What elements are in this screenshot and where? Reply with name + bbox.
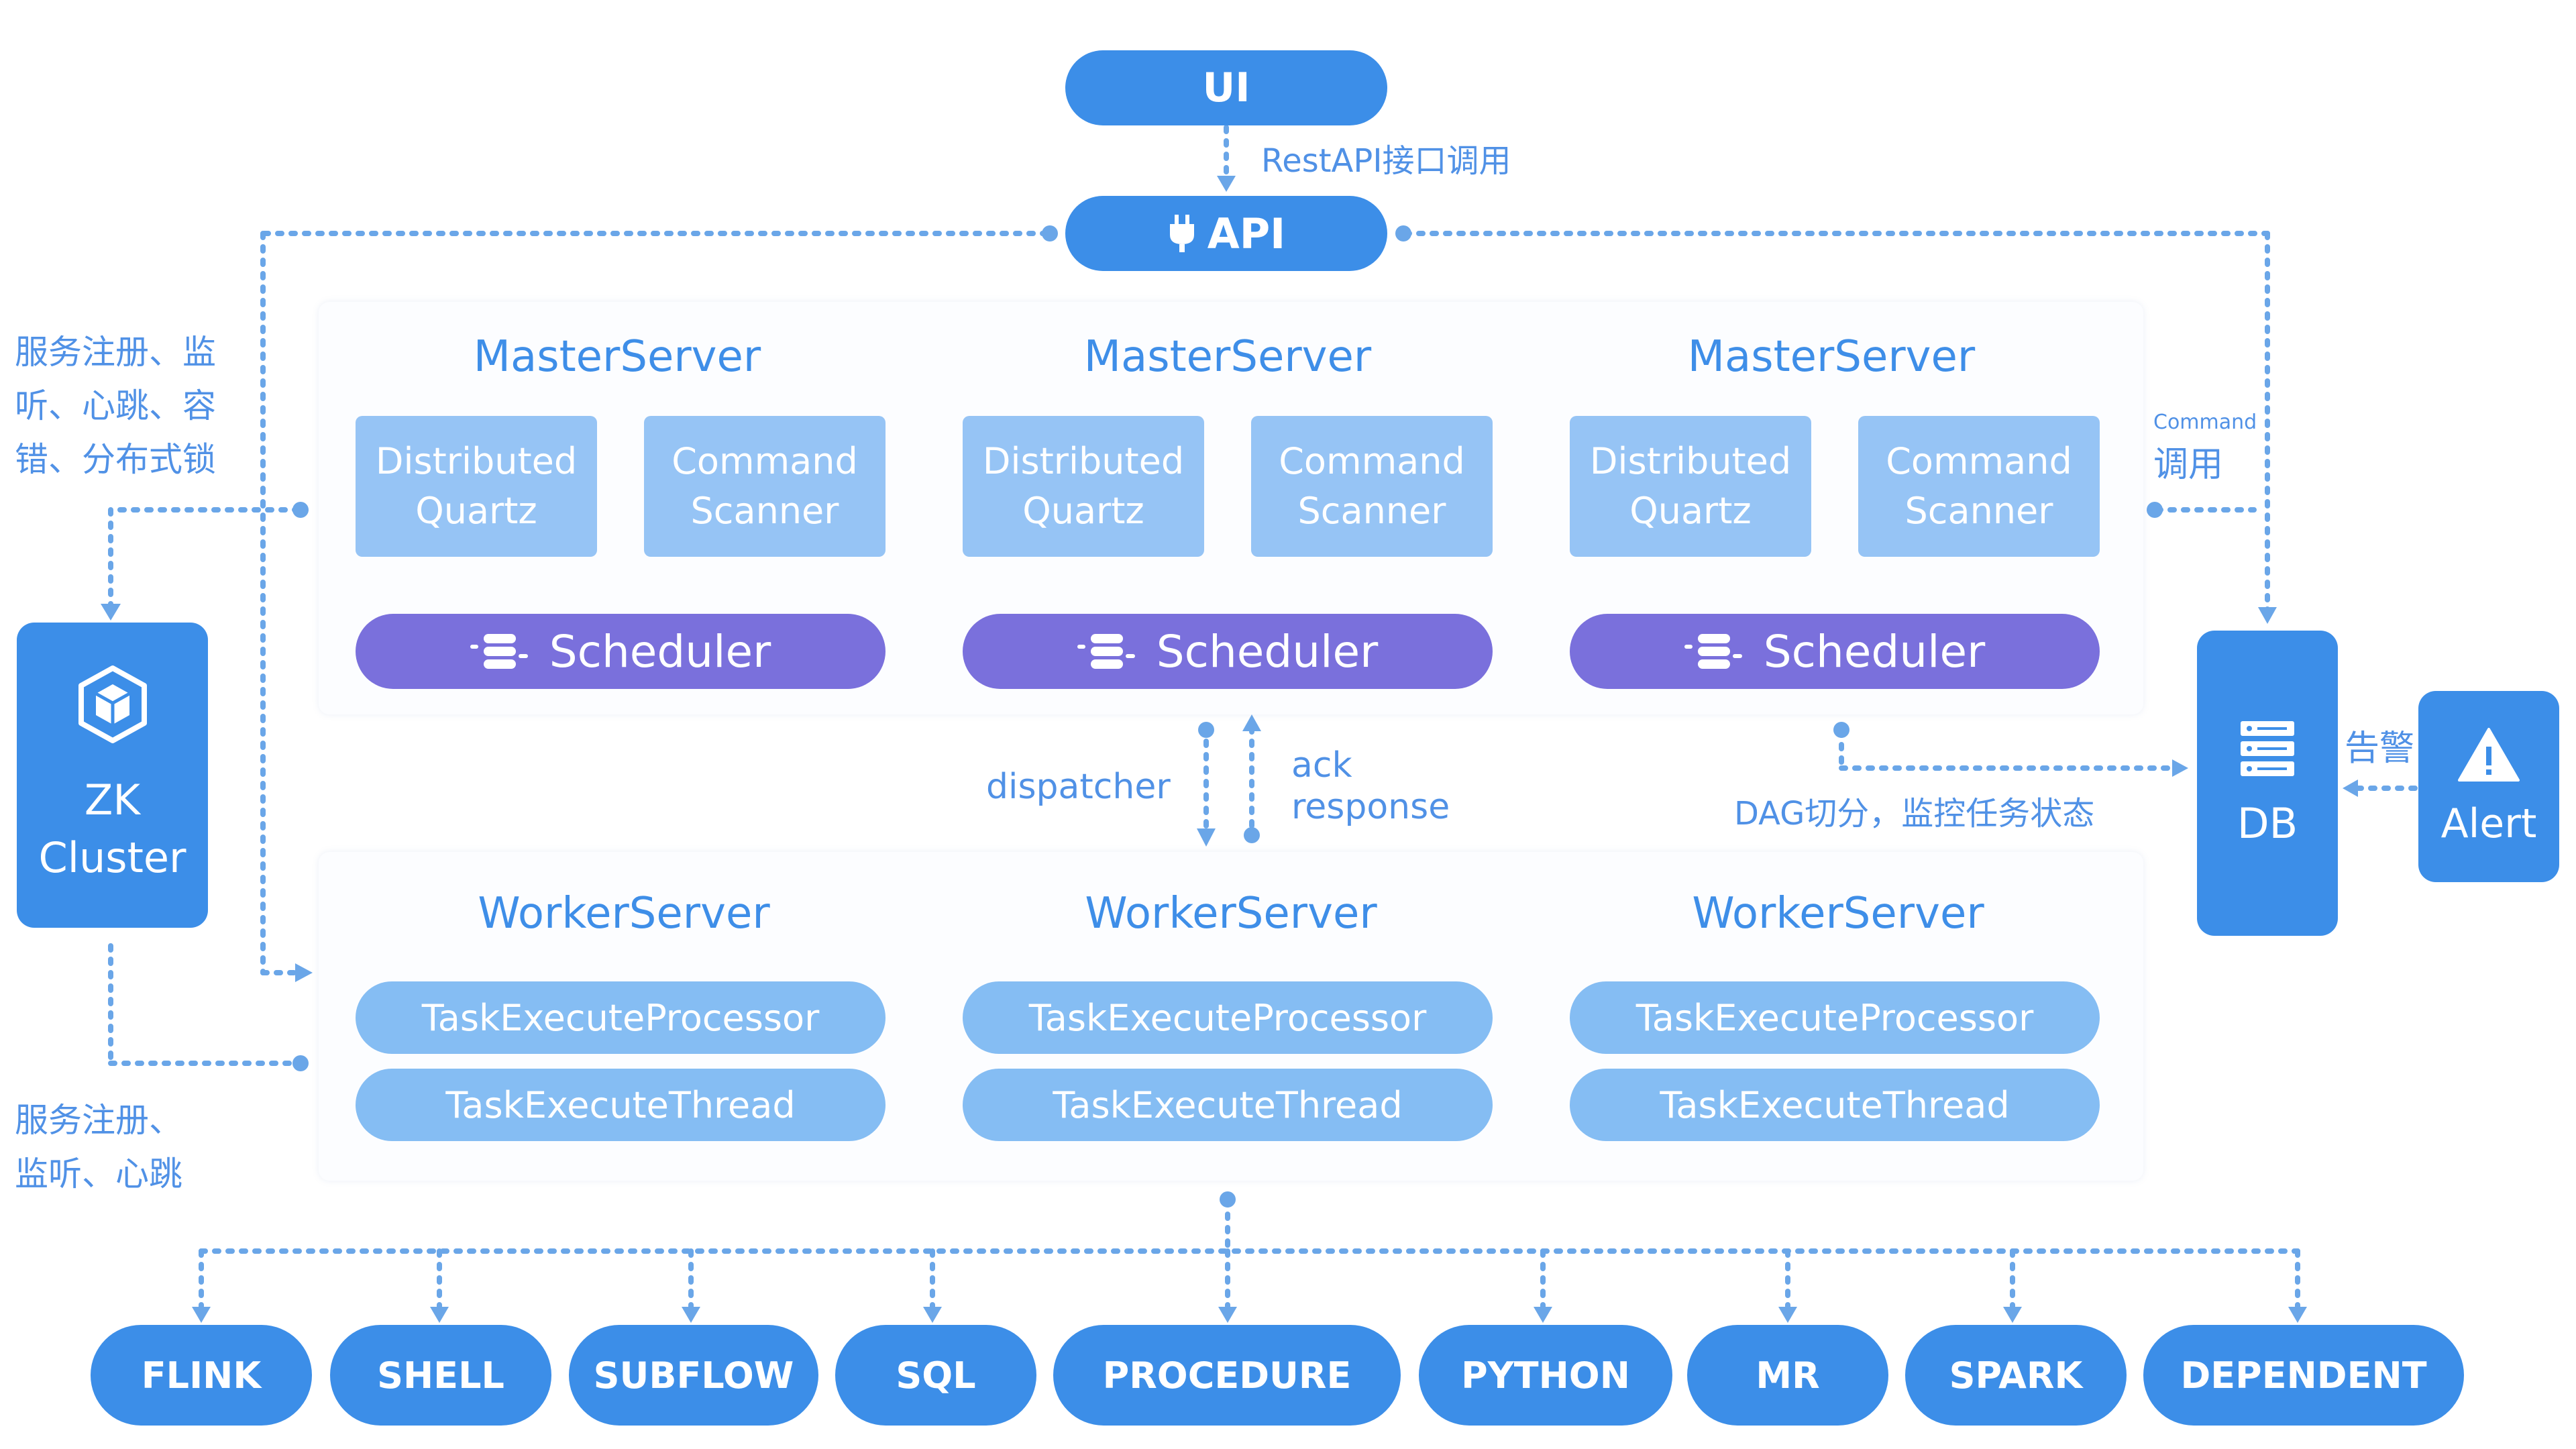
cube-icon bbox=[78, 665, 147, 743]
ack-line2: response bbox=[1291, 787, 1450, 827]
master-server-title: MasterServer bbox=[1083, 332, 1372, 382]
task-type-procedure: PROCEDURE bbox=[1053, 1325, 1401, 1426]
task-type-shell: SHELL bbox=[330, 1325, 551, 1426]
distributed-quartz-box: Distributed Quartz bbox=[963, 416, 1204, 557]
zk-master-line3: 错、分布式锁 bbox=[15, 440, 216, 479]
task-execute-processor: TaskExecuteProcessor bbox=[356, 981, 885, 1054]
distributed-quartz-box: Distributed Quartz bbox=[1570, 416, 1811, 557]
distributed-quartz-box: Distributed Quartz bbox=[356, 416, 597, 557]
task-execute-processor: TaskExecuteProcessor bbox=[963, 981, 1493, 1054]
api-node: API bbox=[1065, 196, 1387, 271]
quartz-line1: Distributed bbox=[1589, 440, 1792, 482]
task-type-python: PYTHON bbox=[1419, 1325, 1672, 1426]
scheduler-bar: Scheduler bbox=[356, 614, 885, 689]
database-stack-icon bbox=[1684, 634, 1742, 669]
quartz-line1: Distributed bbox=[982, 440, 1185, 482]
command-scanner-box: Command Scanner bbox=[1251, 416, 1493, 557]
master-server-title: MasterServer bbox=[473, 332, 761, 382]
database-stack-icon bbox=[470, 634, 528, 669]
zk-master-label: 服务注册、监 听、心跳、容 错、分布式锁 bbox=[15, 325, 216, 486]
alert-label: Alert bbox=[2440, 800, 2537, 847]
scheduler-bar: Scheduler bbox=[963, 614, 1493, 689]
zk-worker-line2: 监听、心跳 bbox=[15, 1155, 182, 1193]
task-execute-thread: TaskExecuteThread bbox=[963, 1069, 1493, 1141]
scanner-line1: Command bbox=[672, 440, 858, 482]
task-execute-processor: TaskExecuteProcessor bbox=[1570, 981, 2100, 1054]
task-type-subflow: SUBFLOW bbox=[569, 1325, 818, 1426]
alert-node: Alert bbox=[2418, 691, 2559, 882]
task-type-spark: SPARK bbox=[1905, 1325, 2127, 1426]
command-small-label: Command bbox=[2153, 411, 2257, 434]
worker-server-title: WorkerServer bbox=[478, 889, 770, 938]
ack-label: ack response bbox=[1291, 745, 1450, 828]
scanner-line2: Scanner bbox=[1904, 490, 2053, 532]
scanner-line2: Scanner bbox=[1297, 490, 1446, 532]
task-execute-thread: TaskExecuteThread bbox=[356, 1069, 885, 1141]
plug-icon bbox=[1169, 215, 1194, 252]
server-icon bbox=[2241, 721, 2294, 776]
scanner-line2: Scanner bbox=[690, 490, 839, 532]
command-scanner-box: Command Scanner bbox=[644, 416, 885, 557]
quartz-line1: Distributed bbox=[375, 440, 578, 482]
master-server-title: MasterServer bbox=[1687, 332, 1976, 382]
task-type-mr: MR bbox=[1687, 1325, 1888, 1426]
scanner-line1: Command bbox=[1279, 440, 1465, 482]
scheduler-label: Scheduler bbox=[549, 625, 771, 678]
worker-server-title: WorkerServer bbox=[1692, 889, 1984, 938]
task-type-dependent: DEPENDENT bbox=[2143, 1325, 2464, 1426]
zk-worker-label: 服务注册、 监听、心跳 bbox=[15, 1093, 182, 1201]
zk-master-line2: 听、心跳、容 bbox=[15, 386, 216, 425]
scheduler-label: Scheduler bbox=[1763, 625, 1986, 678]
scheduler-label: Scheduler bbox=[1156, 625, 1379, 678]
zk-line2: Cluster bbox=[38, 833, 186, 882]
dispatcher-label: dispatcher bbox=[986, 767, 1171, 807]
zk-line1: ZK bbox=[84, 775, 141, 824]
task-type-flink: FLINK bbox=[91, 1325, 312, 1426]
db-label: DB bbox=[2237, 799, 2298, 848]
task-execute-thread: TaskExecuteThread bbox=[1570, 1069, 2100, 1141]
ack-line1: ack bbox=[1291, 745, 1352, 786]
warning-icon bbox=[2458, 727, 2520, 782]
quartz-line2: Quartz bbox=[1629, 490, 1752, 532]
dag-label: DAG切分，监控任务状态 bbox=[1734, 795, 2095, 833]
api-label: API bbox=[1207, 209, 1286, 258]
quartz-line2: Quartz bbox=[1022, 490, 1144, 532]
scanner-line1: Command bbox=[1886, 440, 2072, 482]
ui-node: UI bbox=[1065, 50, 1387, 125]
zk-master-line1: 服务注册、监 bbox=[15, 333, 216, 372]
zk-cluster-node: ZK Cluster bbox=[17, 623, 208, 928]
scheduler-bar: Scheduler bbox=[1570, 614, 2100, 689]
alarm-label: 告警 bbox=[2345, 729, 2415, 769]
db-node: DB bbox=[2197, 631, 2338, 936]
command-call-label: 调用 bbox=[2153, 445, 2224, 485]
quartz-line2: Quartz bbox=[415, 490, 537, 532]
task-type-sql: SQL bbox=[835, 1325, 1036, 1426]
command-scanner-box: Command Scanner bbox=[1858, 416, 2100, 557]
ui-label: UI bbox=[1202, 64, 1250, 111]
worker-server-title: WorkerServer bbox=[1085, 889, 1377, 938]
database-stack-icon bbox=[1077, 634, 1135, 669]
zk-worker-line1: 服务注册、 bbox=[15, 1101, 182, 1140]
restapi-label: RestAPI接口调用 bbox=[1261, 142, 1511, 180]
